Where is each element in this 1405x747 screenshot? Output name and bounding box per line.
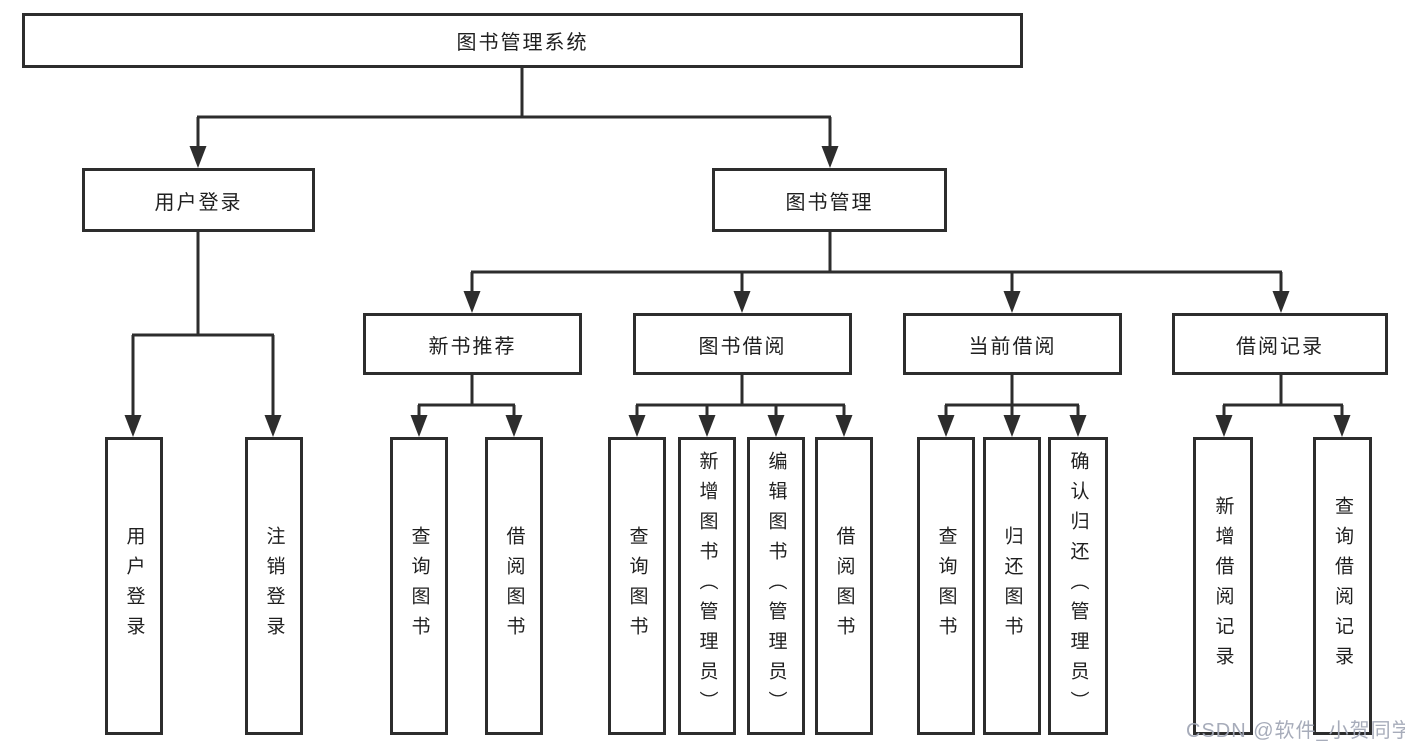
node-book-management: 图书管理: [712, 168, 947, 232]
leaf-borrow-books-borrow: 借阅图书: [815, 437, 873, 735]
watermark-text: CSDN @软件_小贺同学: [1186, 720, 1405, 742]
leaf-return-books: 归还图书: [983, 437, 1041, 735]
leaf-logout: 注销登录: [245, 437, 303, 735]
connector-recommend-to-leaves: [410, 375, 523, 437]
node-borrowing-records: 借阅记录: [1172, 313, 1388, 375]
node-user-login: 用户登录: [82, 168, 315, 232]
leaf-add-books-admin: 新增图书（管理员）: [678, 437, 736, 735]
connector-userlogin-to-leaves: [124, 232, 282, 437]
connector-borrow-to-leaves: [628, 375, 853, 437]
leaf-query-books-borrow: 查询图书: [608, 437, 666, 735]
connector-root-to-level2: [189, 68, 839, 168]
connector-records-to-leaves: [1215, 375, 1351, 437]
connector-bookmgmt-to-level3: [463, 232, 1290, 313]
leaf-borrow-books-recommend: 借阅图书: [485, 437, 543, 735]
leaf-query-books-recommend: 查询图书: [390, 437, 448, 735]
node-book-borrowing: 图书借阅: [633, 313, 852, 375]
leaf-query-books-current: 查询图书: [917, 437, 975, 735]
leaf-user-login: 用户登录: [105, 437, 163, 735]
leaf-add-borrow-record: 新增借阅记录: [1193, 437, 1253, 735]
node-new-book-recommendation: 新书推荐: [363, 313, 582, 375]
leaf-edit-books-admin: 编辑图书（管理员）: [747, 437, 805, 735]
node-current-borrowing: 当前借阅: [903, 313, 1122, 375]
leaf-query-borrow-record: 查询借阅记录: [1313, 437, 1372, 735]
node-library-management-system: 图书管理系统: [22, 13, 1023, 68]
connector-current-to-leaves: [937, 375, 1087, 437]
leaf-confirm-return-admin: 确认归还（管理员）: [1048, 437, 1108, 735]
